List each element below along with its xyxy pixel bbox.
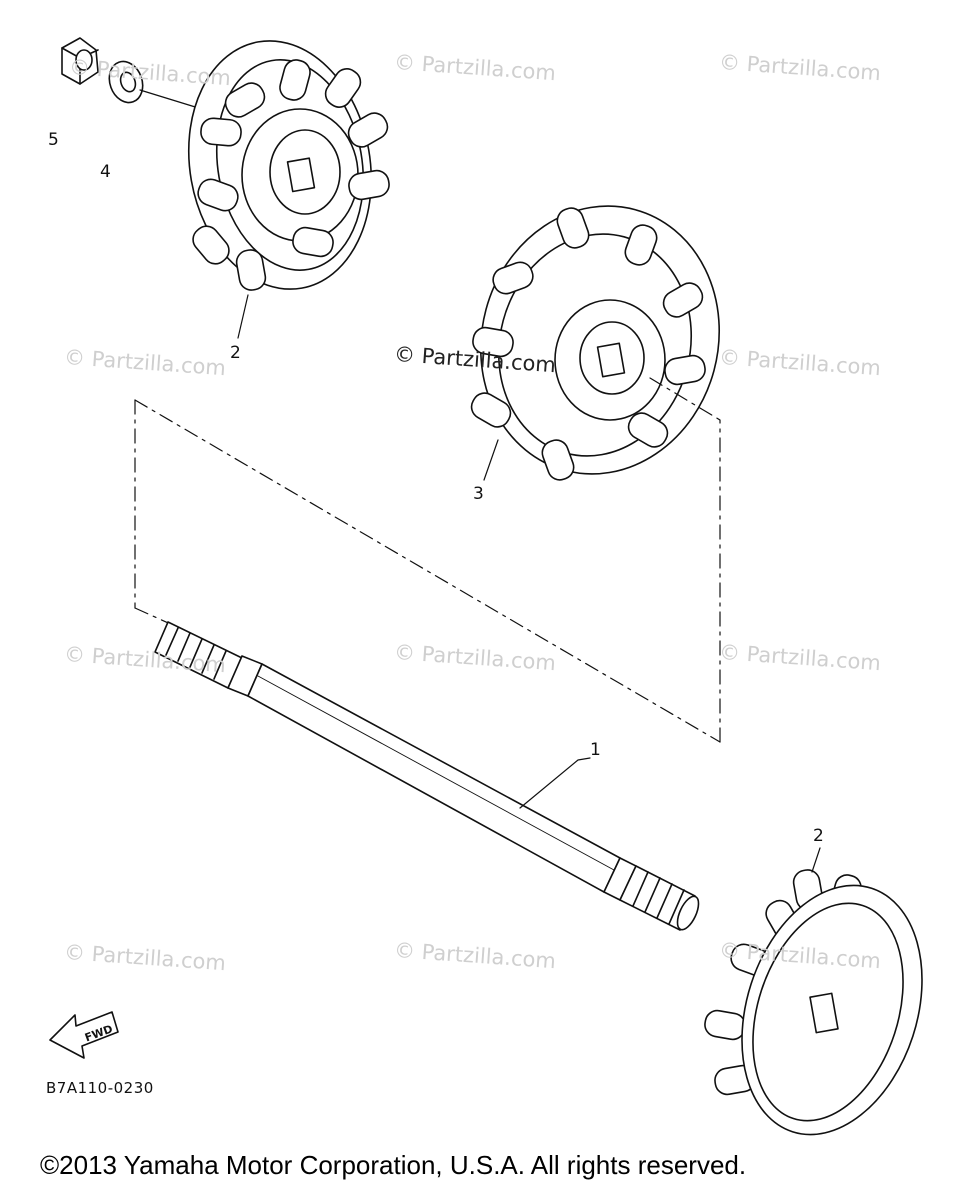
copyright-notice: ©2013 Yamaha Motor Corporation, U.S.A. A… [40, 1150, 747, 1180]
drive-shaft-part [154, 621, 700, 931]
sprocket-top-part [187, 40, 390, 339]
sprocket-bottom-part [704, 847, 923, 1136]
diagram-code: B7A110-0230 [46, 1079, 154, 1097]
callout-5: 5 [48, 130, 59, 150]
callout-2-top: 2 [230, 343, 241, 363]
washer-part [108, 60, 144, 104]
sprocket-middle-part [470, 205, 721, 481]
hex-nut-part [61, 37, 99, 85]
callout-2-bottom: 2 [813, 826, 824, 846]
callout-1: 1 [590, 740, 601, 760]
callout-4: 4 [100, 162, 111, 182]
fwd-arrow-icon [49, 1011, 119, 1059]
callout-3: 3 [473, 484, 484, 504]
